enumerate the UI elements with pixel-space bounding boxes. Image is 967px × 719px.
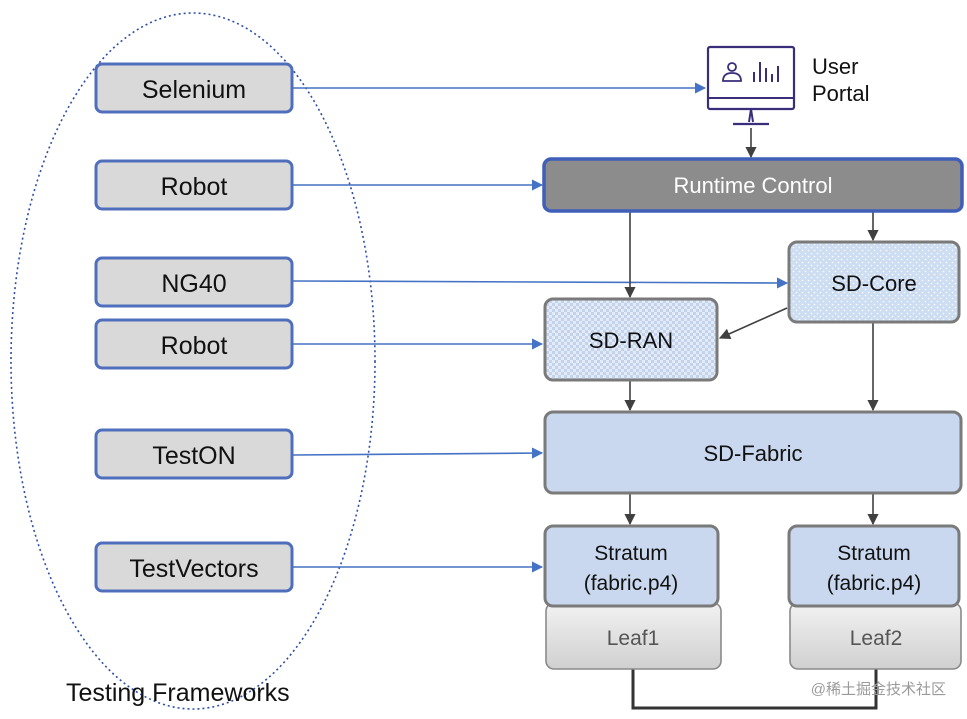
arrow-ng40-to-sdcore [292,277,789,289]
framework-label: TestVectors [129,555,258,583]
sd-core-box: SD-Core [787,240,961,324]
stratum2-line1: Stratum [837,542,911,565]
sd-core-label: SD-Core [831,271,917,296]
frameworks-group-ellipse [10,12,376,710]
leaf2-label: Leaf2 [850,627,903,650]
leaf-interconnect-line [631,668,878,710]
framework-label: Robot [161,173,228,201]
framework-robot-top: Robot [94,159,294,211]
sd-ran-box: SD-RAN [543,297,719,382]
runtime-control-label: Runtime Control [674,173,833,198]
framework-ng40: NG40 [94,256,294,308]
framework-label: NG40 [161,270,226,298]
leaf1-label: Leaf1 [607,627,660,650]
stratum-box-2: Stratum (fabric.p4) [787,524,961,608]
sd-fabric-label: SD-Fabric [703,441,802,466]
framework-robot-bottom: Robot [94,318,294,370]
framework-teston: TestON [94,428,294,480]
portal-label-line2: Portal [812,81,869,106]
stratum-box-1: Stratum (fabric.p4) [543,524,720,608]
sd-ran-label: SD-RAN [589,328,673,353]
portal-label-line1: User [812,54,858,79]
framework-testvectors: TestVectors [94,541,294,593]
leaf2-switch: Leaf2 [789,602,962,670]
framework-label: Selenium [142,76,246,104]
framework-label: Robot [161,332,228,360]
framework-selenium: Selenium [94,62,294,114]
stratum1-line1: Stratum [594,542,668,565]
arrow-sdcore-to-sdran [718,307,788,339]
leaf1-switch: Leaf1 [545,602,722,670]
watermark-text: @稀土掘金技术社区 [811,681,946,698]
sd-fabric-box: SD-Fabric [543,410,963,495]
stratum2-line2: (fabric.p4) [827,572,922,595]
frameworks-caption: Testing Frameworks [66,679,290,707]
arrow-teston-to-sdfabric [292,447,544,459]
stratum1-line2: (fabric.p4) [584,572,679,595]
monitor-dashboard-icon [706,45,796,126]
runtime-control-box: Runtime Control [542,157,964,213]
framework-label: TestON [152,442,235,470]
